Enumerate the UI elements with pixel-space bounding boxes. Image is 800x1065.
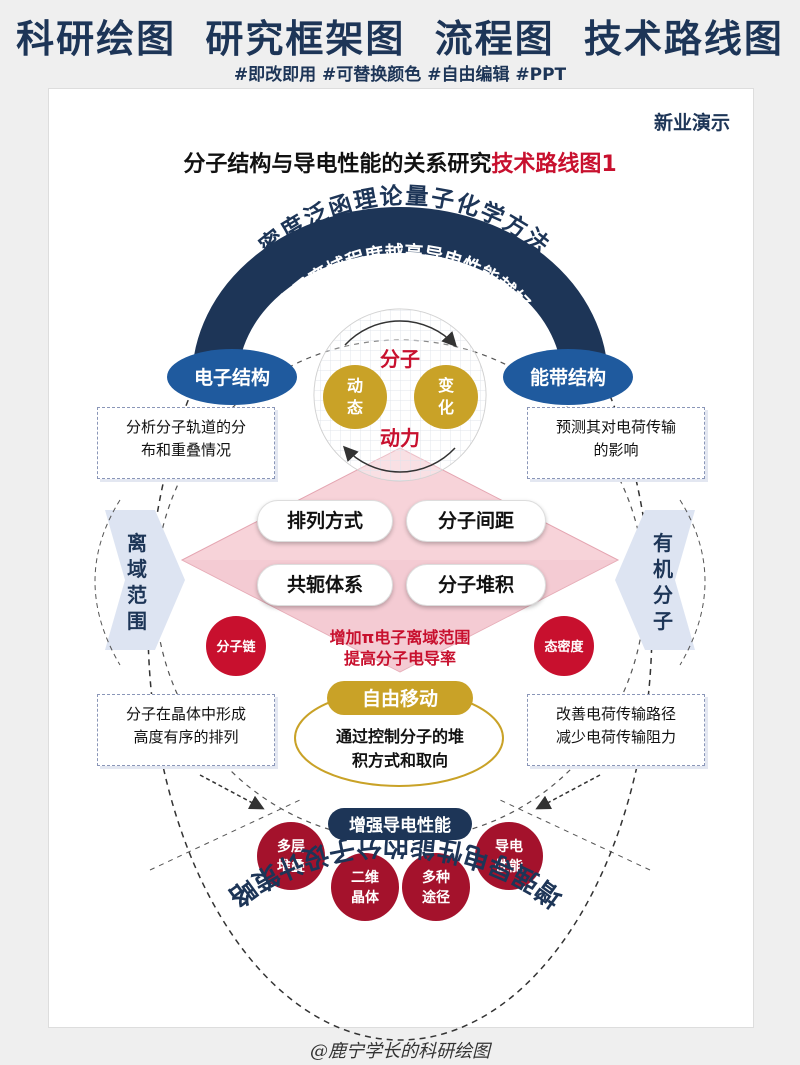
center-circle: [313, 308, 487, 482]
diamond-text-1: 增加π电子离域范围: [330, 628, 471, 647]
free-move-text-1: 通过控制分子的堆: [336, 727, 464, 746]
svg-text:变: 变: [438, 376, 454, 395]
right-vertical-label: 有机分子: [653, 531, 673, 633]
free-move-label: 自由移动: [362, 687, 438, 710]
right-badge-circle: [534, 616, 594, 676]
arrow-left: [199, 774, 265, 810]
svg-text:二维: 二维: [351, 869, 379, 886]
free-move-label-bg: [327, 681, 473, 715]
svg-text:化: 化: [438, 398, 454, 417]
bottom-circle-4: 导电 性能: [475, 822, 543, 890]
pill-arrangement: 排列方式: [257, 500, 393, 542]
left-info-box-2: 分子在晶体中形成高度有序的排列: [97, 694, 275, 766]
svg-text:动: 动: [347, 376, 363, 395]
svg-text:导电: 导电: [495, 838, 523, 855]
pill-molecular-spacing: 分子间距: [406, 500, 546, 542]
left-info-box-1: 分析分子轨道的分布和重叠情况: [97, 407, 275, 479]
svg-text:多层: 多层: [277, 838, 305, 855]
right-pill-shape: [503, 349, 633, 405]
left-badge-circle: [206, 616, 266, 676]
svg-text:途径: 途径: [422, 889, 450, 906]
navy-arc-band: [192, 207, 608, 403]
right-badge-text: 态密度: [544, 639, 584, 655]
right-info-box-1: 预测其对电荷传输的影响: [527, 407, 705, 479]
right-dashed-curve: [679, 499, 706, 666]
banner-title: 科研绘图 研究框架图 流程图 技术路线图: [16, 17, 784, 61]
left-chevron: [105, 510, 185, 650]
right-info-box-2: 改善电荷传输路径减少电荷传输阻力: [527, 694, 705, 766]
left-pill-text: 电子结构: [194, 366, 270, 389]
arrow-right: [535, 774, 601, 810]
left-vertical-label: 离域范围: [127, 531, 147, 633]
left-dashed-curve: [94, 499, 121, 666]
brand-label: 新业演示: [653, 112, 730, 134]
pill-conjugation: 共轭体系: [257, 564, 393, 606]
bottom-circle-1: 多层 堆叠: [257, 822, 325, 890]
gold-circle-right: [414, 365, 478, 429]
bottom-circle-3: 多种 途径: [402, 853, 470, 921]
enhance-label-bg: [328, 808, 472, 840]
title-main: 分子结构与导电性能的关系研究: [183, 152, 492, 177]
left-badge-text: 分子链: [216, 639, 256, 655]
svg-text:多种: 多种: [422, 869, 450, 886]
center-top-text: 分子: [380, 347, 420, 371]
svg-text:晶体: 晶体: [351, 889, 380, 906]
free-move-text-2: 积方式和取向: [352, 751, 448, 770]
left-pill-shape: [167, 349, 297, 405]
guide-line-right: [499, 799, 651, 871]
footer-credit: @鹿宁学长的科研绘图: [310, 1041, 490, 1062]
svg-text:性能: 性能: [495, 858, 523, 875]
diamond-text-2: 提高分子电导率: [344, 649, 456, 668]
pill-molecular-stacking: 分子堆积: [406, 564, 546, 606]
bottom-circle-2: 二维 晶体: [331, 853, 399, 921]
svg-text:态: 态: [347, 398, 363, 417]
banner-tags: #即改即用 #可替换颜色 #自由编辑 #PPT: [233, 65, 567, 85]
svg-text:堆叠: 堆叠: [277, 858, 305, 875]
diagram-title: 分子结构与导电性能的关系研究技术路线图1: [0, 146, 800, 178]
top-cycle-arrow: [344, 320, 458, 348]
center-bottom-text: 动力: [380, 426, 420, 450]
guide-line-left: [149, 799, 301, 871]
gold-circle-left: [323, 365, 387, 429]
right-pill-text: 能带结构: [530, 366, 606, 389]
enhance-label: 增强导电性能: [349, 815, 451, 836]
title-highlight: 技术路线图1: [491, 152, 617, 177]
bottom-cycle-arrow: [342, 445, 456, 473]
right-chevron: [615, 510, 695, 650]
